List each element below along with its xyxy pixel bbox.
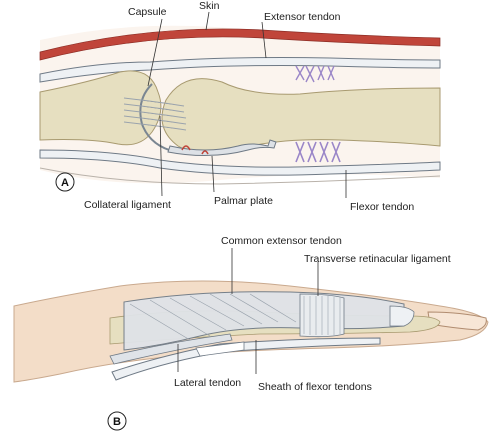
- flexor-tendon-shape: [39, 149, 441, 176]
- extensor-tendon-shape: [39, 57, 441, 83]
- panel-a-labels: Capsule Skin Extensor tendon Collateral …: [55, 0, 414, 213]
- vessel-network-dorsal: [295, 65, 335, 83]
- panel-a-illustration: [39, 25, 441, 185]
- panel-a-marker: [55, 172, 75, 192]
- flexor-sheath-cut: [195, 341, 245, 357]
- panel-b-illustration: [13, 280, 489, 383]
- retinacular-fibers: [303, 296, 341, 335]
- label-collateral-ligament: Collateral ligament: [84, 199, 171, 211]
- collateral-ligament-shape: [123, 97, 187, 131]
- label-common-extensor-tendon: Common extensor tendon: [221, 235, 342, 247]
- extensor-fibers: [129, 293, 297, 341]
- panel-a-letter: A: [61, 177, 69, 189]
- distal-tendon-end: [389, 305, 415, 327]
- label-extensor-tendon: Extensor tendon: [264, 11, 341, 23]
- label-sheath-of-flexor-tendons: Sheath of flexor tendons: [258, 381, 372, 393]
- panel-b-labels: Common extensor tendon Transverse retina…: [107, 235, 451, 431]
- panel-b-letter: B: [113, 416, 121, 428]
- label-palmar-plate: Palmar plate: [214, 195, 273, 207]
- palmar-plate-shape: [167, 139, 277, 157]
- flexor-sheath-shape: [111, 337, 381, 381]
- proximal-bone: [39, 70, 162, 146]
- label-skin: Skin: [199, 0, 220, 12]
- label-transverse-retinacular-ligament: Transverse retinacular ligament: [304, 253, 451, 265]
- fingernail: [427, 311, 487, 331]
- palmar-skin-line: [39, 167, 441, 185]
- vessel-network-palmar: [295, 141, 341, 163]
- panel-b-marker: [107, 411, 127, 431]
- skin-layer: [39, 28, 441, 61]
- label-capsule: Capsule: [128, 6, 167, 18]
- label-lateral-tendon: Lateral tendon: [174, 377, 241, 389]
- label-flexor-tendon: Flexor tendon: [350, 201, 414, 213]
- distal-bone: [161, 78, 441, 156]
- palmar-red-structure: [181, 145, 209, 155]
- lateral-tendon-shape: [109, 333, 233, 365]
